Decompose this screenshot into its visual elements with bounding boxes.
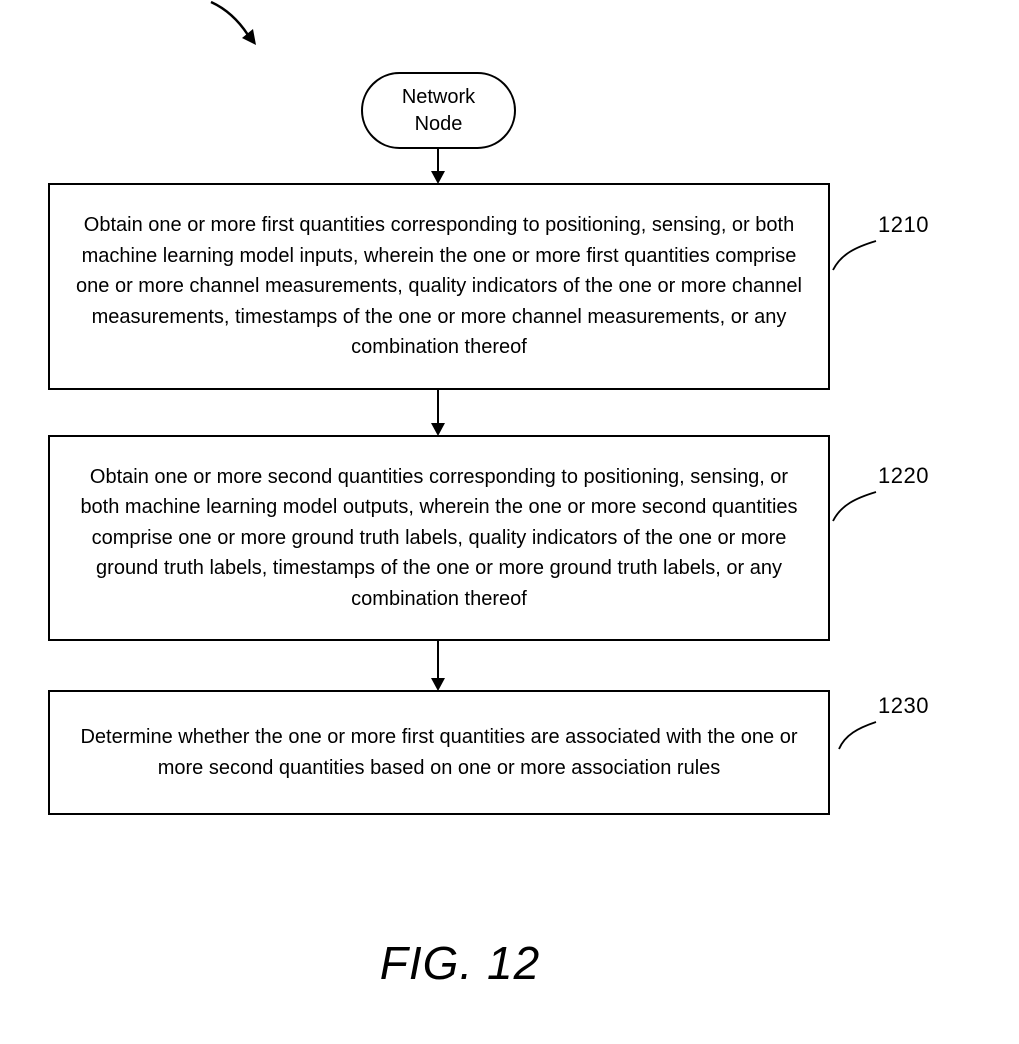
start-node-network-node: Network Node — [361, 72, 516, 149]
leader-line-1220 — [832, 491, 877, 522]
start-node-label: Network Node — [401, 85, 476, 135]
leader-line-1230 — [838, 721, 877, 750]
entry-arrowhead-icon — [242, 29, 256, 45]
step-box-1230: Determine whether the one or more first … — [48, 690, 830, 815]
ref-label-1220: 1220 — [878, 463, 929, 488]
step-text-1210: Obtain one or more first quantities corr… — [76, 214, 802, 359]
step-box-1210: Obtain one or more first quantities corr… — [48, 183, 830, 390]
ref-label-1210: 1210 — [878, 212, 929, 237]
step-box-1220: Obtain one or more second quantities cor… — [48, 435, 830, 641]
step-text-1220: Obtain one or more second quantities cor… — [80, 465, 798, 610]
ref-label-1230: 1230 — [878, 693, 929, 718]
step-text-1230: Determine whether the one or more first … — [80, 726, 798, 779]
leader-line-1210 — [832, 240, 877, 271]
entry-arrow-curve — [210, 0, 250, 36]
figure-caption: FIG. 12 — [379, 937, 541, 989]
